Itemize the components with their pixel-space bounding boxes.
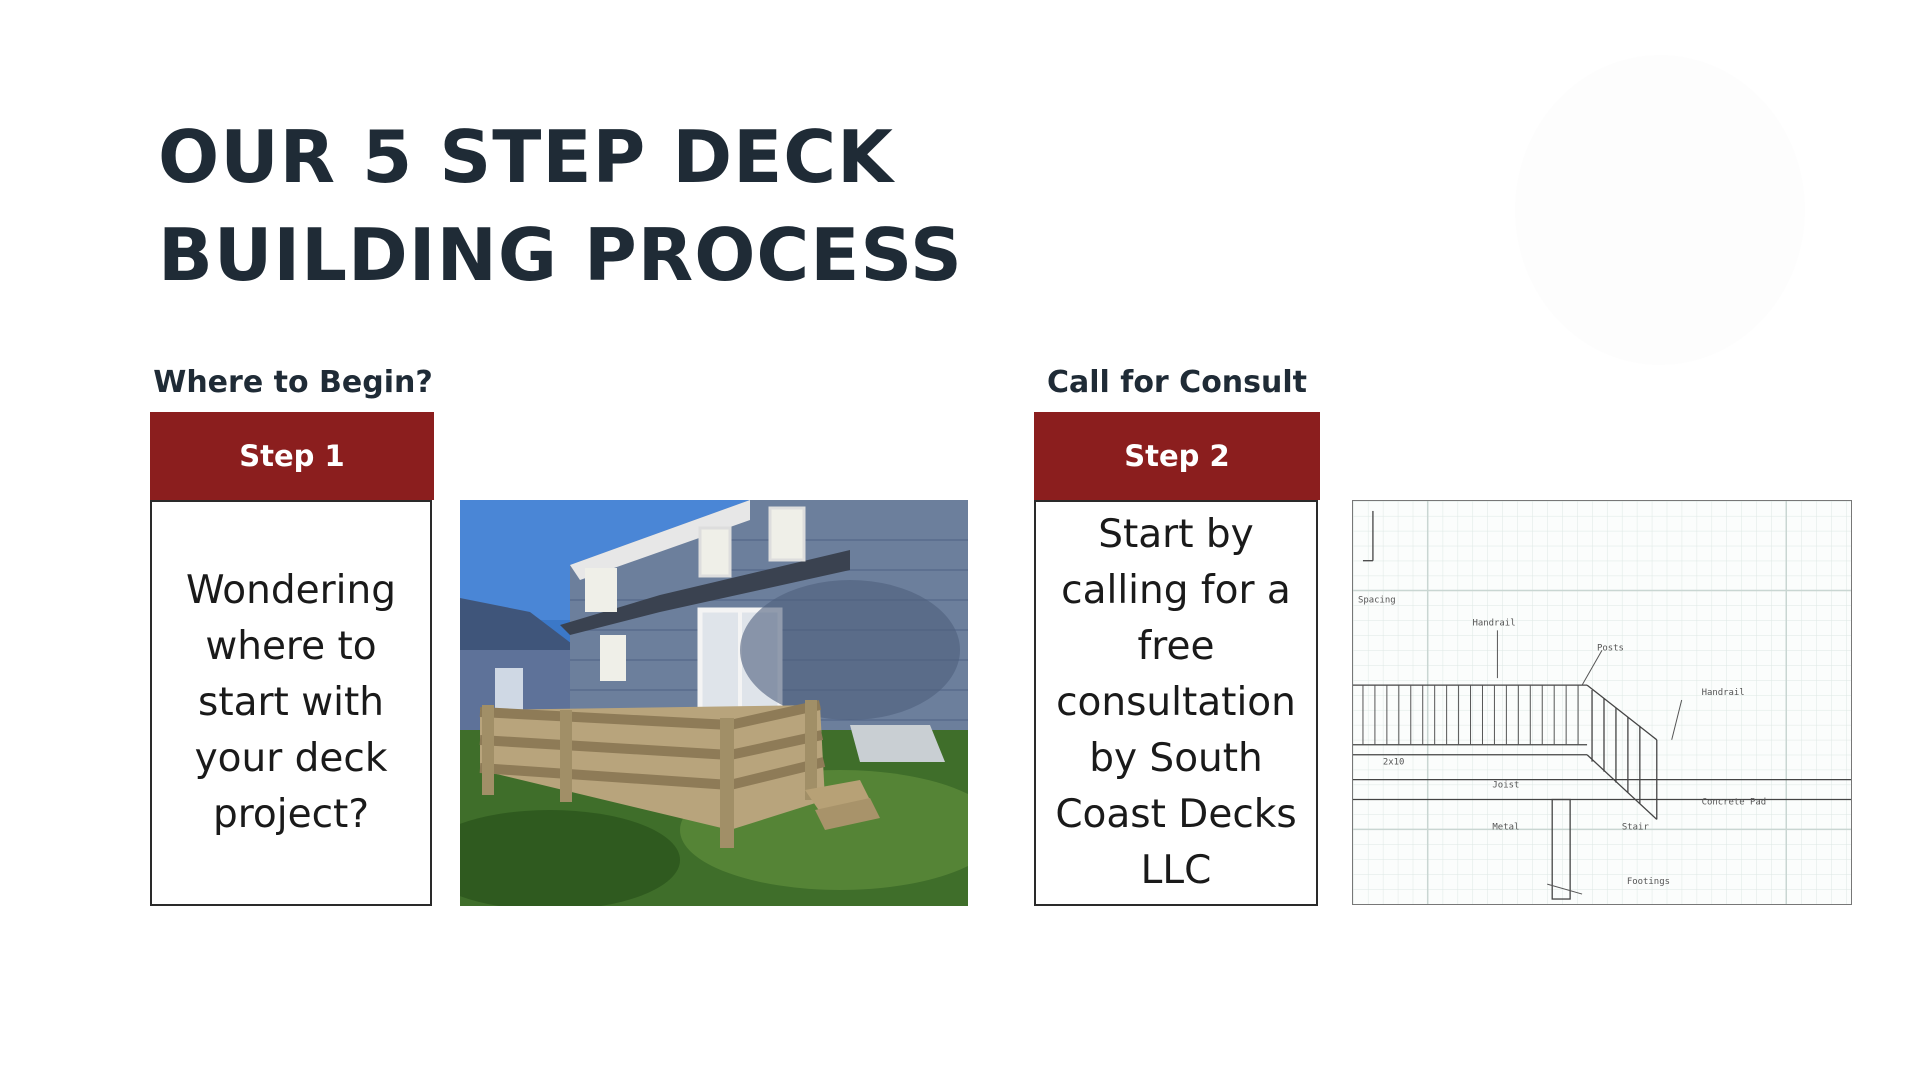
svg-text:Spacing: Spacing bbox=[1358, 595, 1396, 605]
svg-text:Handrail: Handrail bbox=[1702, 688, 1745, 698]
page-title-line-2: BUILDING PROCESS bbox=[158, 213, 963, 297]
step-2-badge: Step 2 bbox=[1034, 412, 1320, 500]
deck-photo bbox=[460, 500, 968, 906]
decorative-circle bbox=[1515, 55, 1805, 365]
page-title-line-1: OUR 5 STEP DECK bbox=[158, 115, 894, 199]
svg-text:Joist: Joist bbox=[1492, 781, 1519, 791]
deck-plan-drawing: Spacing Handrail Posts Handrail 2x10 Joi… bbox=[1352, 500, 1852, 905]
step-1-heading: Where to Begin? bbox=[153, 365, 433, 400]
svg-text:Footings: Footings bbox=[1627, 877, 1670, 887]
svg-text:Concrete Pad: Concrete Pad bbox=[1702, 797, 1767, 807]
deck-plan-sketch: Spacing Handrail Posts Handrail 2x10 Joi… bbox=[1353, 501, 1851, 904]
step-2-description: Start by calling for a free consultation… bbox=[1034, 500, 1318, 906]
svg-text:Metal: Metal bbox=[1492, 822, 1519, 832]
svg-text:Handrail: Handrail bbox=[1473, 618, 1516, 628]
step-2-heading: Call for Consult bbox=[1047, 365, 1307, 400]
page-title: OUR 5 STEP DECK BUILDING PROCESS bbox=[158, 108, 963, 304]
svg-text:Stair: Stair bbox=[1622, 822, 1650, 832]
step-1-description: Wondering where to start with your deck … bbox=[150, 500, 432, 906]
deck-photo-image bbox=[460, 500, 968, 906]
step-1-badge: Step 1 bbox=[150, 412, 434, 500]
svg-text:2x10: 2x10 bbox=[1383, 758, 1405, 768]
svg-text:Posts: Posts bbox=[1597, 643, 1624, 653]
